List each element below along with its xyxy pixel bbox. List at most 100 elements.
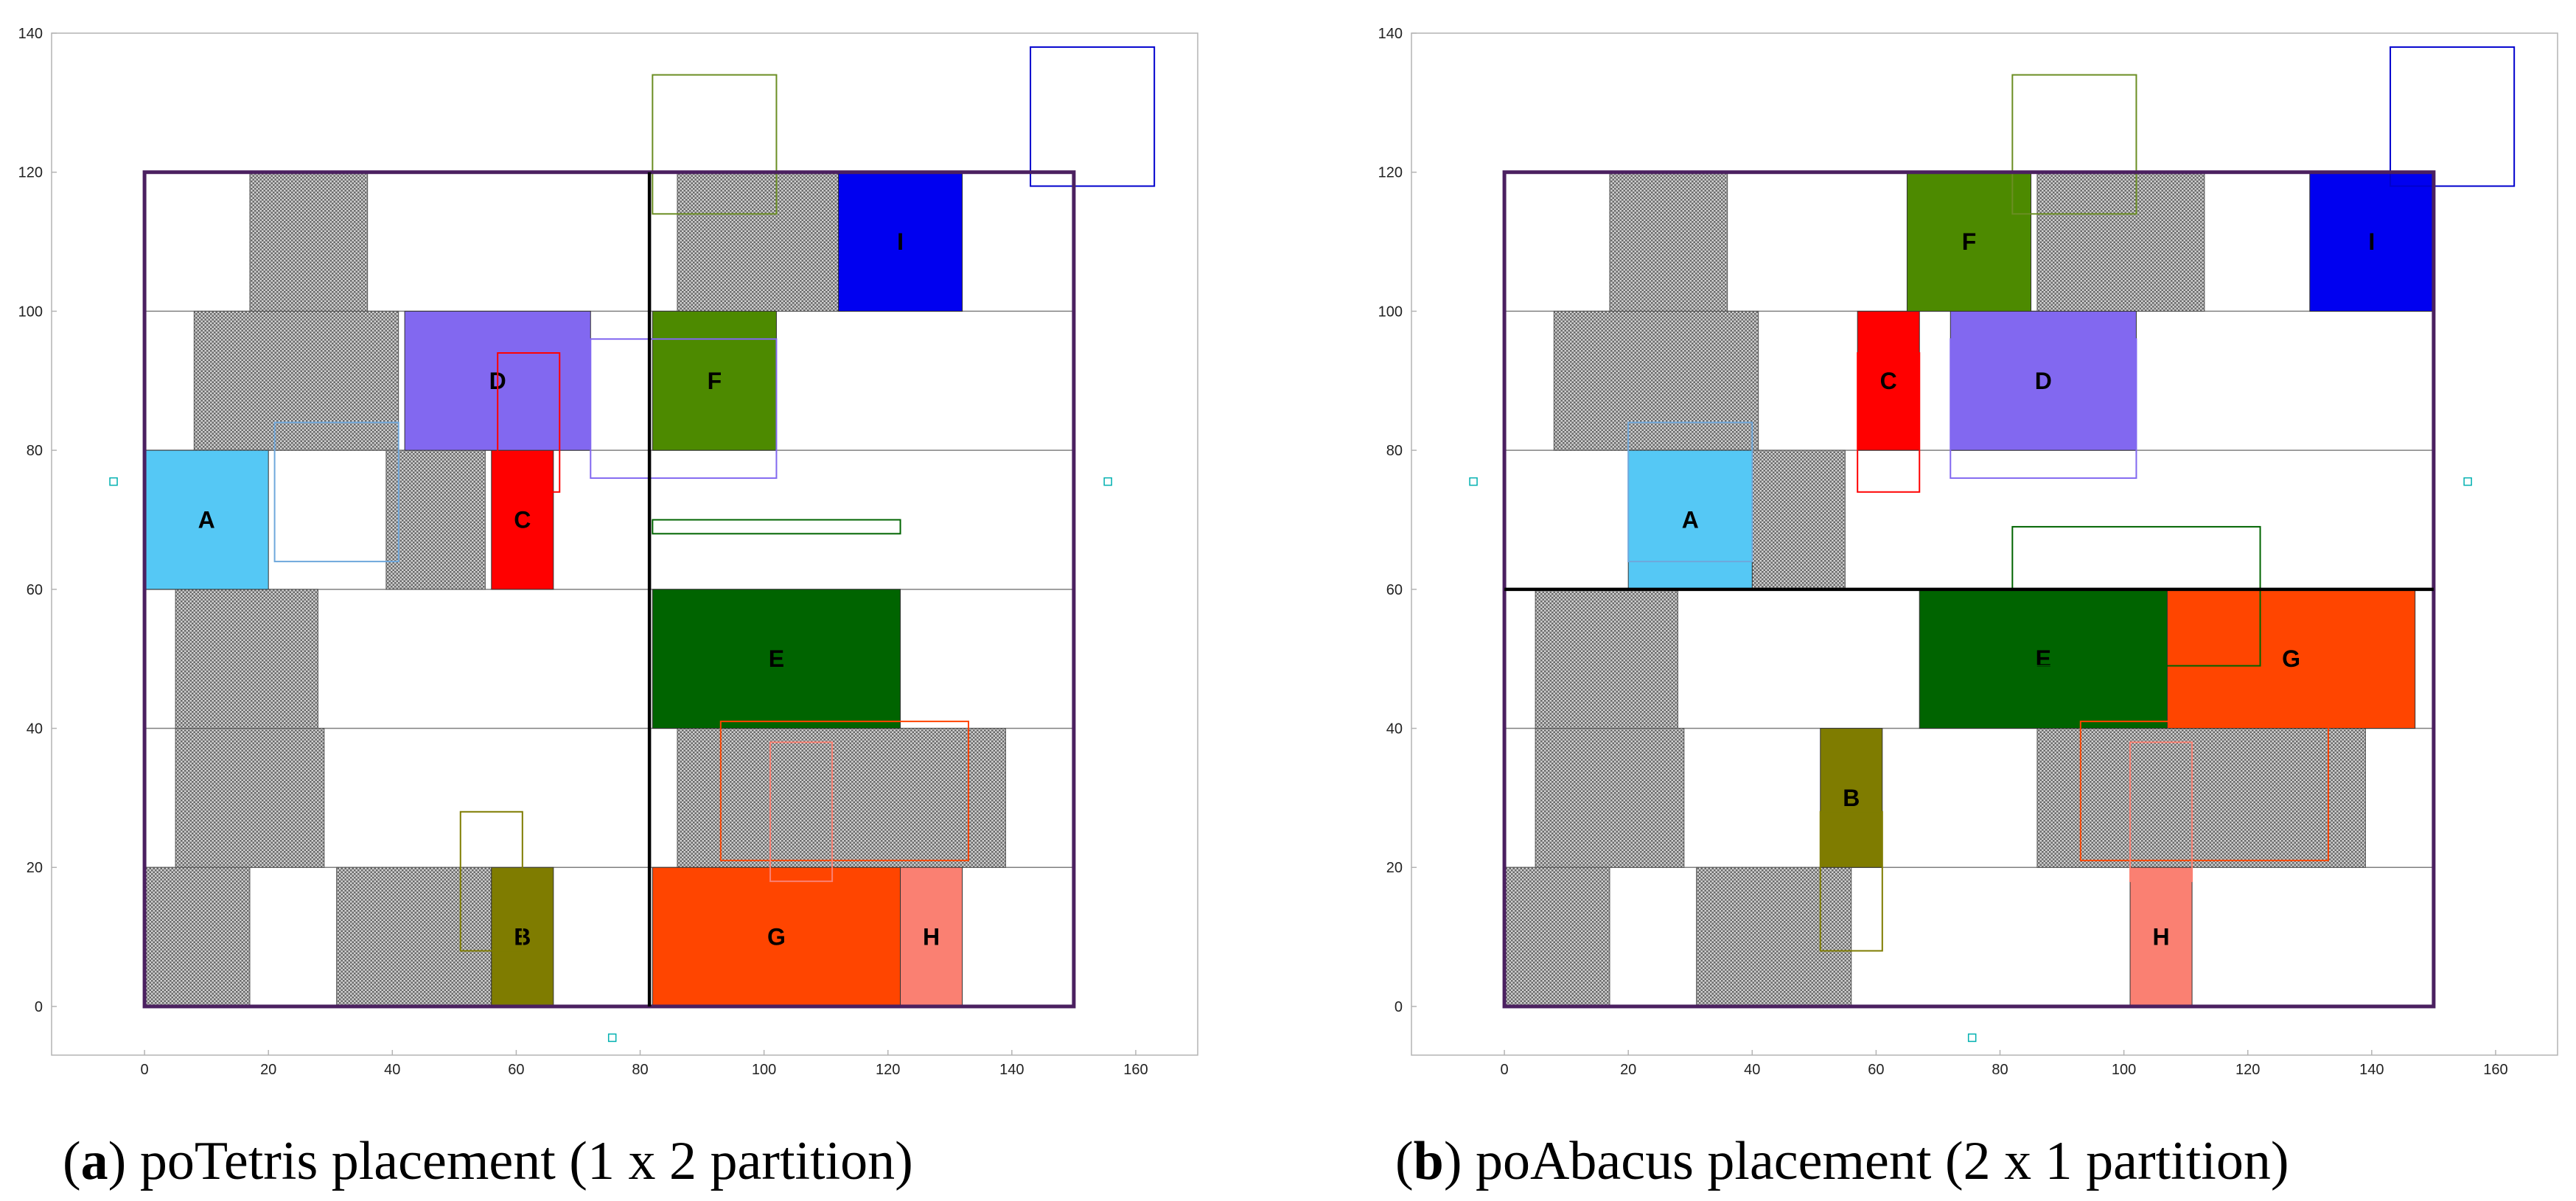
y-tick-label: 140 — [18, 26, 43, 42]
caption-b: (b) poAbacus placement (2 x 1 partition) — [1395, 1131, 2289, 1191]
x-tick-label: 80 — [1992, 1062, 2008, 1078]
x-tick-label: 60 — [508, 1062, 524, 1078]
y-tick-label: 140 — [1378, 26, 1403, 42]
block-label-e: E — [769, 645, 784, 672]
block-label-i: I — [897, 228, 904, 255]
x-tick-label: 160 — [1123, 1062, 1148, 1078]
x-tick-label: 40 — [1744, 1062, 1760, 1078]
block-h — [900, 866, 963, 1007]
x-tick-label: 120 — [2235, 1062, 2260, 1078]
block-label-g: G — [767, 924, 786, 950]
block-b — [1820, 728, 1883, 868]
block-i — [837, 172, 963, 312]
y-tick-label: 20 — [27, 860, 43, 876]
y-tick-label: 100 — [18, 304, 43, 320]
caption-a: (a) poTetris placement (1 x 2 partition) — [63, 1131, 913, 1191]
obstacle-block — [175, 589, 318, 729]
caption-a-text: poTetris placement (1 x 2 partition) — [140, 1131, 913, 1191]
x-tick-label: 140 — [999, 1062, 1024, 1078]
global-position-outline — [2011, 74, 2137, 215]
block-label-b: B — [1843, 785, 1860, 811]
caption-b-letter: b — [1414, 1131, 1444, 1191]
obstacle-block — [677, 728, 1006, 868]
global-position-outline — [769, 741, 834, 883]
global-position-outline — [1950, 338, 2137, 479]
io-pin-marker — [1967, 1033, 1977, 1043]
block-a — [1627, 449, 1753, 590]
block-label-d: D — [2035, 368, 2052, 394]
x-tick-label: 0 — [1501, 1062, 1509, 1078]
caption-b-text: poAbacus placement (2 x 1 partition) — [1476, 1131, 2289, 1191]
global-position-outline — [2390, 46, 2516, 187]
x-tick-label: 20 — [260, 1062, 276, 1078]
block-label-f: F — [708, 368, 722, 394]
block-e — [652, 589, 901, 729]
x-tick-label: 120 — [876, 1062, 900, 1078]
block-label-h: H — [2152, 924, 2169, 950]
y-tick-label: 80 — [27, 443, 43, 459]
global-position-outline — [497, 352, 561, 493]
block-f — [1906, 172, 2032, 312]
x-tick-label: 100 — [2112, 1062, 2136, 1078]
y-tick-label: 0 — [1395, 999, 1403, 1015]
block-h — [2129, 866, 2193, 1007]
io-pin-marker — [1103, 477, 1112, 486]
x-tick-label: 60 — [1868, 1062, 1884, 1078]
block-e — [1919, 589, 2168, 729]
obstacle-block — [193, 310, 399, 451]
axes-frame — [1411, 32, 2558, 1056]
y-tick-label: 0 — [35, 999, 43, 1015]
obstacle-block — [336, 866, 492, 1007]
axes-frame — [51, 32, 1198, 1056]
obstacle-block — [2036, 172, 2205, 312]
y-tick-label: 60 — [1386, 582, 1403, 598]
obstacle-block — [1504, 866, 1610, 1007]
global-position-outline — [273, 421, 399, 563]
x-tick-label: 0 — [141, 1062, 149, 1078]
io-pin-marker — [1469, 477, 1478, 486]
obstacle-block — [677, 172, 845, 312]
io-pin-marker — [109, 477, 118, 486]
x-tick-label: 140 — [2359, 1062, 2384, 1078]
global-position-outline — [719, 721, 970, 861]
y-tick-label: 120 — [18, 165, 43, 181]
io-pin-marker — [2463, 477, 2472, 486]
x-tick-label: 80 — [632, 1062, 648, 1078]
obstacle-block — [2036, 728, 2366, 868]
obstacle-block — [1696, 866, 1852, 1007]
block-label-i: I — [2368, 228, 2375, 255]
y-tick-label: 60 — [27, 582, 43, 598]
y-tick-label: 40 — [1386, 721, 1403, 738]
obstacle-block — [1745, 449, 1846, 590]
x-tick-label: 20 — [1620, 1062, 1636, 1078]
block-label-f: F — [1962, 228, 1977, 255]
block-label-a: A — [1682, 506, 1699, 533]
obstacle-block — [1609, 172, 1728, 312]
block-f — [652, 310, 777, 451]
obstacle-block — [1535, 728, 1685, 868]
y-tick-label: 120 — [1378, 165, 1403, 181]
global-position-outline — [652, 74, 778, 215]
y-tick-label: 100 — [1378, 304, 1403, 320]
block-a — [144, 449, 269, 590]
global-position-outline — [459, 810, 523, 952]
block-label-g: G — [2282, 645, 2300, 672]
global-position-outline — [652, 519, 901, 535]
obstacle-block — [385, 449, 486, 590]
block-label-h: H — [923, 924, 940, 950]
block-g — [652, 866, 901, 1007]
obstacle-block — [144, 866, 251, 1007]
block-c — [491, 449, 554, 590]
block-label-a: A — [198, 506, 215, 533]
global-position-outline — [2079, 721, 2329, 861]
block-d — [1950, 310, 2137, 451]
global-position-outline — [2129, 741, 2193, 883]
y-tick-label: 20 — [1386, 860, 1403, 876]
die-boundary — [142, 170, 1076, 1009]
global-position-outline — [1857, 352, 1921, 493]
global-position-outline — [2011, 525, 2261, 667]
block-label-e: E — [2036, 645, 2051, 672]
